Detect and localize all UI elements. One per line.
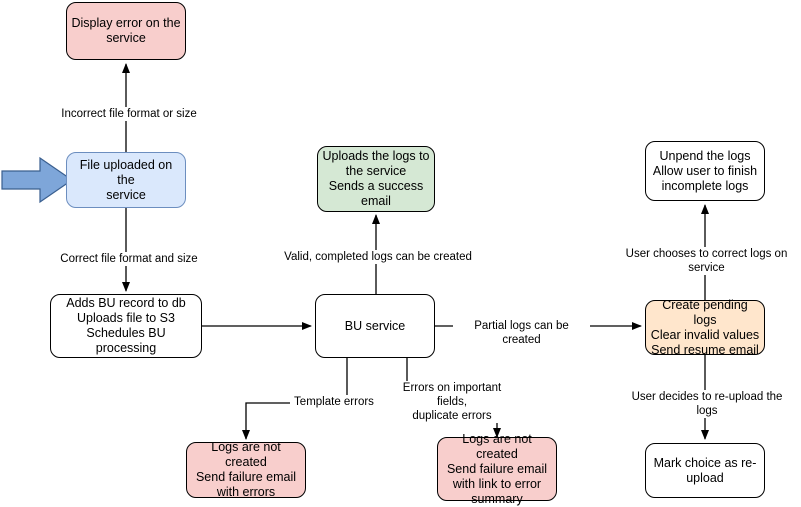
node-display-error[interactable]: Display error on the service	[66, 2, 186, 60]
node-adds-bu-record[interactable]: Adds BU record to db Uploads file to S3 …	[50, 294, 202, 358]
node-create-pending-logs[interactable]: Create pending logs Clear invalid values…	[645, 298, 765, 357]
node-bu-service[interactable]: BU service	[315, 294, 435, 358]
node-mark-choice[interactable]: Mark choice as re- upload	[645, 443, 765, 498]
node-logs-not-created-link[interactable]: Logs are not created Send failure email …	[437, 432, 557, 506]
node-unpend-logs[interactable]: Unpend the logs Allow user to finish inc…	[645, 141, 765, 201]
edge-label-correct-format: Correct file format and size	[56, 252, 202, 266]
edge-label-template-errors: Template errors	[290, 395, 378, 409]
edge-label-user-reuploads: User decides to re-upload the logs	[620, 390, 794, 418]
edge-label-important-errors: Errors on important fields, duplicate er…	[390, 381, 514, 423]
node-logs-not-created-errors[interactable]: Logs are not created Send failure email …	[186, 440, 306, 499]
node-file-uploaded[interactable]: File uploaded on the service	[66, 152, 186, 208]
edge-label-user-corrects: User chooses to correct logs on service	[608, 247, 801, 275]
edge-label-incorrect-format: Incorrect file format or size	[56, 107, 202, 121]
entry-arrow-icon	[1, 156, 74, 204]
edge-label-partial-logs: Partial logs can be created	[453, 319, 590, 347]
node-uploads-logs[interactable]: Uploads the logs to the service Sends a …	[317, 146, 435, 212]
edge-label-valid-logs: Valid, completed logs can be created	[280, 250, 476, 264]
